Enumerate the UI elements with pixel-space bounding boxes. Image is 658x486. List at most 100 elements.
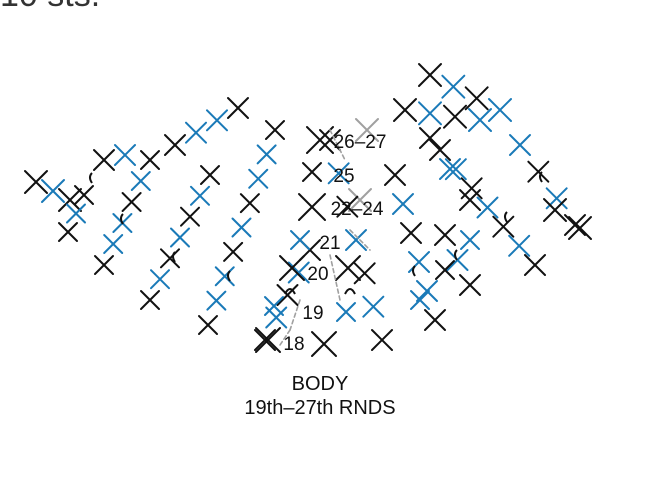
round-label-20: 20 [307,264,328,285]
single-crochet-x-icon [527,160,550,183]
round-label-26-27: 26–27 [334,132,387,153]
single-crochet-x-icon [564,214,586,236]
single-crochet-x-icon [248,168,269,189]
single-crochet-x-icon [353,262,376,285]
single-crochet-x-icon [66,203,86,224]
single-crochet-x-icon [371,329,393,351]
single-crochet-x-icon [290,230,310,250]
single-crochet-x-icon [508,234,531,257]
single-crochet-x-icon [150,269,170,290]
single-crochet-x-icon [345,229,367,251]
front-loop-arc-icon [120,213,124,225]
single-crochet-x-icon [170,227,190,248]
single-crochet-x-icon [524,254,546,276]
single-crochet-x-icon [392,193,414,215]
single-crochet-x-icon [416,280,438,302]
single-crochet-x-icon [160,248,180,269]
single-crochet-x-icon [336,195,359,218]
caption-title: BODY [292,373,349,395]
single-crochet-x-icon [393,98,417,122]
single-crochet-x-icon [180,206,200,227]
single-crochet-x-icon [164,134,186,156]
front-loop-arc-icon [172,251,176,263]
single-crochet-x-icon [58,188,82,212]
front-loop-arc-icon [284,288,296,295]
single-crochet-x-icon [335,255,361,281]
single-crochet-x-icon [103,234,124,254]
single-crochet-x-icon [460,230,480,250]
single-crochet-x-icon [206,290,227,311]
single-crochet-x-icon [568,216,592,240]
single-crochet-x-icon [58,222,78,242]
single-crochet-x-icon [336,302,356,322]
guide-dashed-line [289,299,301,331]
front-loop-arc-icon [412,265,416,277]
single-crochet-x-icon [434,224,456,246]
single-crochet-x-icon [543,198,567,222]
single-crochet-x-icon [114,144,136,166]
single-crochet-x-icon [435,260,455,280]
single-crochet-x-icon [444,158,467,181]
single-crochet-x-icon [93,149,115,171]
single-crochet-x-icon [276,284,299,306]
single-crochet-x-icon [302,162,322,182]
single-crochet-x-icon [74,185,94,205]
guide-dashed-line [279,329,291,346]
single-crochet-x-icon [140,150,160,170]
single-crochet-x-icon [410,290,430,310]
single-crochet-x-icon [429,139,451,161]
single-crochet-x-icon [400,222,422,244]
single-crochet-x-icon [488,98,512,122]
single-crochet-x-icon [130,171,151,191]
single-crochet-x-icon [384,164,406,186]
single-crochet-x-icon [239,193,260,214]
single-crochet-x-icon [362,295,385,318]
front-loop-arc-icon [454,249,458,261]
single-crochet-x-icon [468,108,492,132]
single-crochet-x-icon [348,188,372,212]
guide-dashed-line [329,254,341,301]
single-crochet-x-icon [279,255,305,281]
guide-dashed-line [349,229,371,251]
single-crochet-x-icon [464,86,489,111]
single-crochet-x-icon [459,274,481,296]
guide-dashed-line [329,129,346,161]
single-crochet-x-icon [264,296,284,316]
front-loop-arc-icon [539,171,543,183]
round-label-21: 21 [319,233,340,254]
single-crochet-x-icon [492,215,515,238]
single-crochet-x-icon [424,309,446,331]
single-crochet-x-icon [441,74,466,99]
stitch-layer [24,63,592,357]
single-crochet-x-icon [185,121,207,144]
single-crochet-x-icon [287,261,310,284]
single-crochet-x-icon [476,196,499,219]
single-crochet-x-icon [265,120,285,140]
single-crochet-x-icon [24,170,48,194]
round-label-18: 18 [283,334,304,355]
round-label-19: 19 [302,303,323,324]
single-crochet-x-icon [190,185,210,206]
single-crochet-x-icon [94,255,114,275]
front-loop-arc-icon [504,211,508,223]
single-crochet-x-icon [327,162,350,185]
single-crochet-x-icon [446,249,469,271]
single-crochet-x-icon [231,217,252,238]
single-crochet-x-icon [121,192,142,212]
single-crochet-x-icon [214,266,235,287]
single-crochet-x-icon [254,329,276,351]
single-crochet-x-icon [223,241,244,262]
single-crochet-x-icon [200,165,220,185]
single-crochet-x-icon [227,97,249,119]
single-crochet-x-icon [298,193,326,221]
single-crochet-x-icon [206,109,228,132]
single-crochet-x-icon [306,126,334,154]
single-crochet-x-icon [311,331,337,357]
caption-rounds: 19th–27th RNDS [244,397,395,419]
heading-fragment: 10 sts. [0,0,100,12]
single-crochet-x-icon [41,179,65,203]
single-crochet-x-icon [418,63,442,87]
front-loop-arc-icon [89,172,93,184]
